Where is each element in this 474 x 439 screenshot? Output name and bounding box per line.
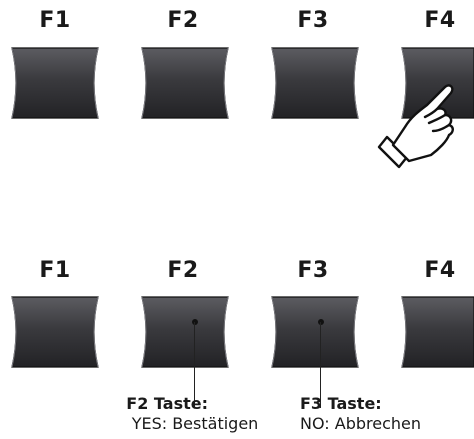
f2-callout-line — [194, 322, 195, 408]
pointing-hand-icon — [375, 75, 465, 175]
top-f3-button[interactable] — [270, 46, 360, 120]
f3-callout-text: NO: Abbrechen — [300, 414, 422, 433]
f3-callout-line — [320, 322, 321, 408]
bottom-f3-button[interactable] — [270, 295, 360, 369]
top-f3-label: F3 — [297, 8, 329, 33]
bottom-f4-button[interactable] — [400, 295, 474, 369]
f2-callout-title: F2 Taste: — [126, 394, 208, 413]
f2-callout-caption: F2 Taste: YES: Bestätigen — [110, 394, 280, 434]
bottom-f4-label: F4 — [424, 258, 456, 283]
top-f2-label: F2 — [167, 8, 199, 33]
top-f1-label: F1 — [39, 8, 71, 33]
bottom-f1-button[interactable] — [10, 295, 100, 369]
top-f1-button[interactable] — [10, 46, 100, 120]
bottom-f1-label: F1 — [39, 258, 71, 283]
f2-callout-text: YES: Bestätigen — [131, 414, 259, 433]
f3-callout-title: F3 Taste: — [300, 394, 382, 413]
f3-callout-dot — [318, 319, 324, 325]
f2-callout-dot — [192, 319, 198, 325]
top-f2-button[interactable] — [140, 46, 230, 120]
bottom-f3-label: F3 — [297, 258, 329, 283]
bottom-f2-button[interactable] — [140, 295, 230, 369]
top-f4-label: F4 — [424, 8, 456, 33]
bottom-f2-label: F2 — [167, 258, 199, 283]
f3-callout-caption: F3 Taste: NO: Abbrechen — [300, 394, 460, 434]
